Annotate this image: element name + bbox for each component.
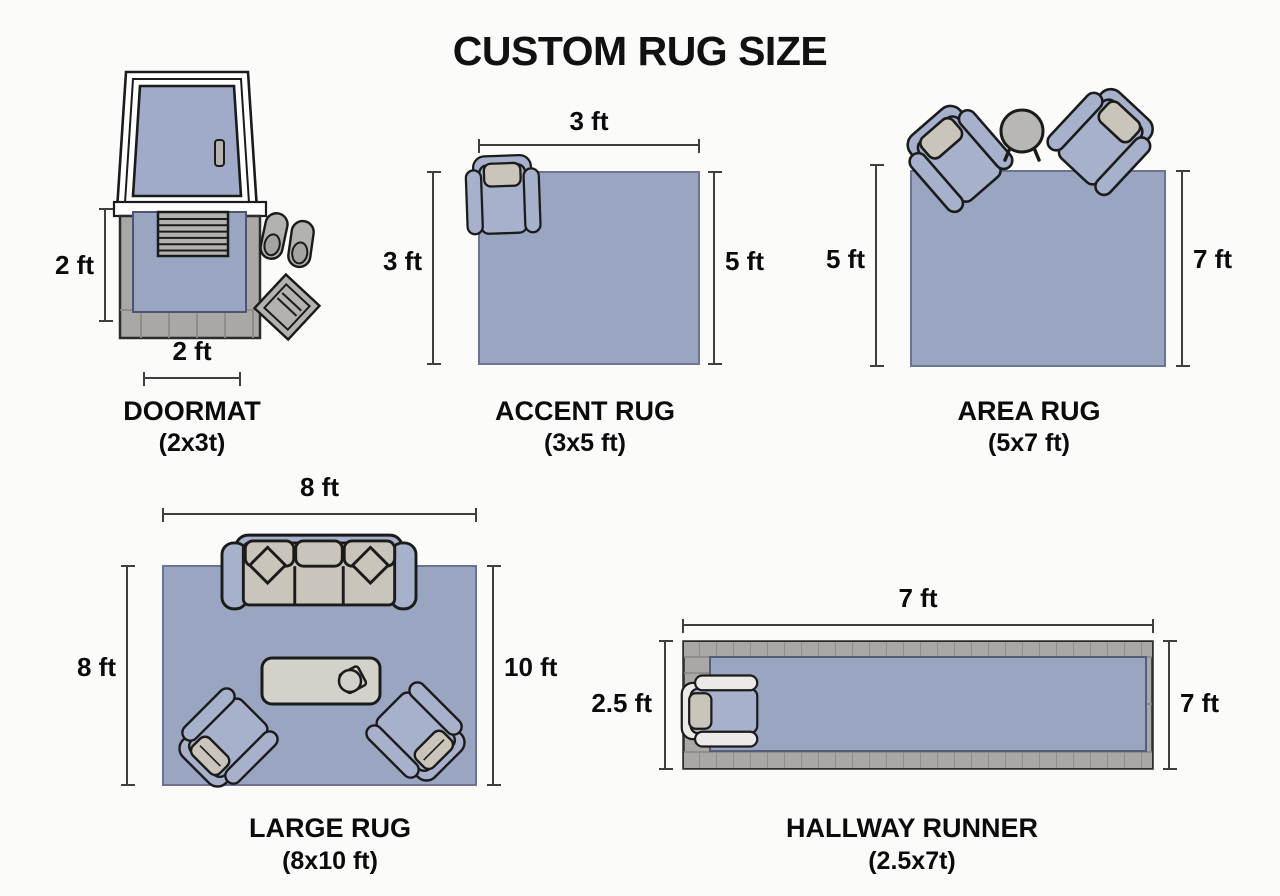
page-title: CUSTOM RUG SIZE — [452, 28, 828, 74]
doormat-left-dimension-line — [99, 208, 113, 322]
armchair-icon — [178, 687, 279, 788]
armchair-icon — [464, 153, 542, 236]
accent-right-dimension-label: 5 ft — [725, 246, 764, 276]
ribbed-mat-icon — [156, 210, 230, 258]
area-rug-name: AREA RUG — [957, 396, 1101, 426]
large-top-dimension-line — [162, 508, 477, 522]
large-left-dimension-line — [121, 565, 135, 786]
runner-left-dimension-label: 2.5 ft — [591, 688, 652, 718]
area-right-dimension-label: 7 ft — [1193, 244, 1232, 274]
armchair-icon — [1046, 87, 1154, 197]
doormat-left-dimension-label: 2 ft — [55, 250, 94, 280]
accent-rug-name: ACCENT RUG — [495, 396, 675, 426]
armchair-icon — [680, 674, 759, 748]
large-right-dimension-line — [487, 565, 501, 786]
accent-left-dimension-line — [427, 171, 441, 365]
accent-left-dimension-label: 3 ft — [383, 246, 422, 276]
sofa-icon — [220, 533, 418, 611]
runner-right-dimension-line — [1163, 640, 1177, 770]
large-right-dimension-label: 10 ft — [504, 652, 558, 682]
accent-rug-size: (3x5 ft) — [544, 429, 626, 457]
runner-left-dimension-line — [659, 640, 673, 770]
armchair-icon — [365, 681, 466, 782]
large-left-dimension-label: 8 ft — [77, 652, 116, 682]
doormat-name: DOORMAT — [123, 396, 261, 426]
slippers-icon — [259, 212, 315, 269]
runner-top-dimension-label: 7 ft — [898, 583, 938, 613]
round-side-table-icon — [999, 108, 1045, 162]
runner-rug-icon — [709, 656, 1147, 752]
coffee-table-icon — [260, 656, 382, 706]
large-top-dimension-label: 8 ft — [300, 472, 339, 502]
runner-top-dimension-line — [682, 619, 1154, 633]
hallway-runner-size: (2.5x7t) — [868, 847, 956, 875]
area-rug-size: (5x7 ft) — [988, 429, 1070, 457]
doormat-bottom-dimension-label: 2 ft — [172, 336, 212, 366]
runner-right-dimension-label: 7 ft — [1180, 688, 1219, 718]
accent-right-dimension-line — [708, 171, 722, 365]
area-right-dimension-line — [1176, 170, 1190, 367]
armchair-icon — [906, 104, 1014, 214]
large-rug-size: (8x10 ft) — [282, 847, 378, 875]
area-left-dimension-label: 5 ft — [826, 244, 865, 274]
doormat-size: (2x3t) — [158, 429, 226, 457]
area-left-dimension-line — [870, 164, 884, 367]
doormat-scene — [112, 70, 322, 342]
door-top-view-icon — [112, 70, 268, 218]
accent-top-dimension-line — [478, 139, 700, 153]
large-rug-name: LARGE RUG — [249, 813, 411, 843]
folded-mat-icon — [252, 272, 322, 342]
doormat-bottom-dimension-line — [143, 372, 241, 386]
accent-top-dimension-label: 3 ft — [569, 106, 609, 136]
hallway-runner-name: HALLWAY RUNNER — [785, 813, 1039, 843]
